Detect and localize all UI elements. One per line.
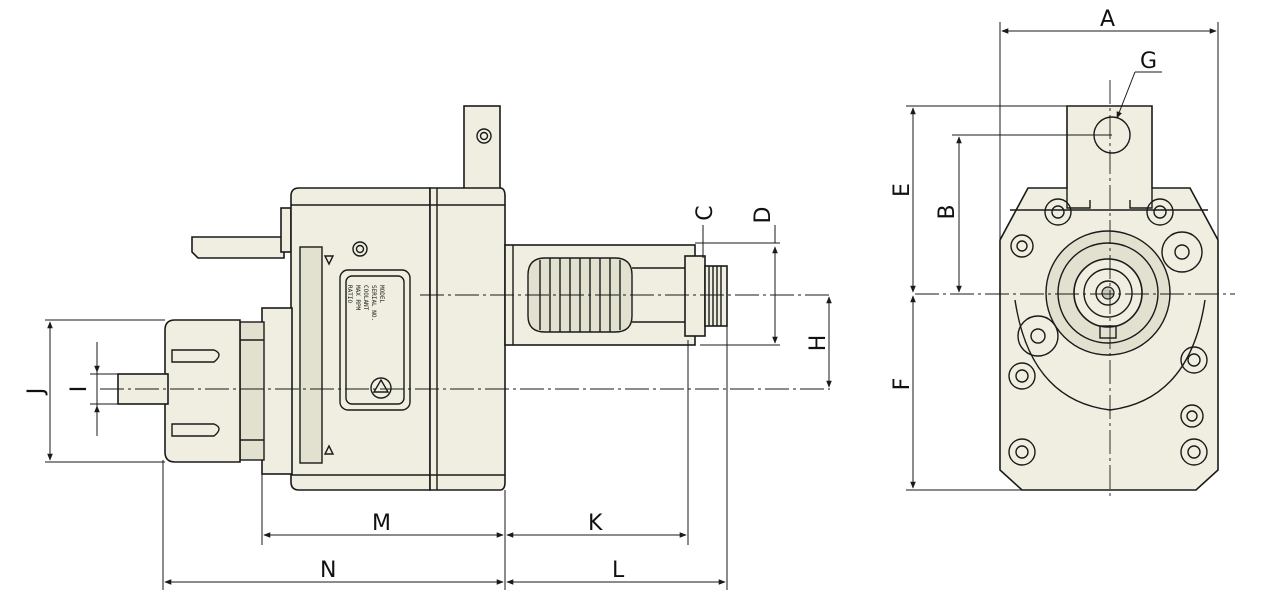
dimension-labels: A G M K N L J I C D H E F B [24, 7, 1157, 583]
bolt-holes [1008, 198, 1208, 466]
svg-text:MODEL: MODEL [378, 285, 385, 303]
rear-rod [191, 207, 292, 259]
label-D: D [751, 207, 776, 224]
mounting-bracket [463, 105, 501, 193]
label-I: I [67, 386, 92, 393]
label-A: A [1100, 7, 1115, 32]
collet-assembly [117, 307, 293, 475]
name-plate: MODEL SERIAL NO. COOLANT MAX RPM RATIO [339, 269, 411, 411]
svg-text:COOLANT: COOLANT [362, 285, 369, 311]
label-N: N [320, 558, 336, 583]
label-J: J [24, 388, 49, 397]
svg-text:RATIO: RATIO [346, 285, 353, 303]
svg-text:SERIAL NO.: SERIAL NO. [370, 285, 377, 321]
label-K: K [588, 511, 603, 536]
svg-text:MAX RPM: MAX RPM [354, 285, 361, 311]
label-F: F [890, 378, 915, 391]
label-B: B [935, 204, 960, 219]
label-L: L [612, 558, 625, 583]
label-G: G [1140, 49, 1157, 74]
label-M: M [372, 511, 391, 536]
label-C: C [693, 205, 718, 220]
main-housing [290, 187, 506, 491]
label-H: H [806, 335, 831, 352]
front-view [915, 80, 1235, 500]
side-dimensions [45, 225, 832, 590]
front-dimensions [906, 22, 1219, 491]
label-E: E [890, 183, 915, 197]
side-view: MODEL SERIAL NO. COOLANT MAX RPM RATIO [100, 105, 830, 491]
